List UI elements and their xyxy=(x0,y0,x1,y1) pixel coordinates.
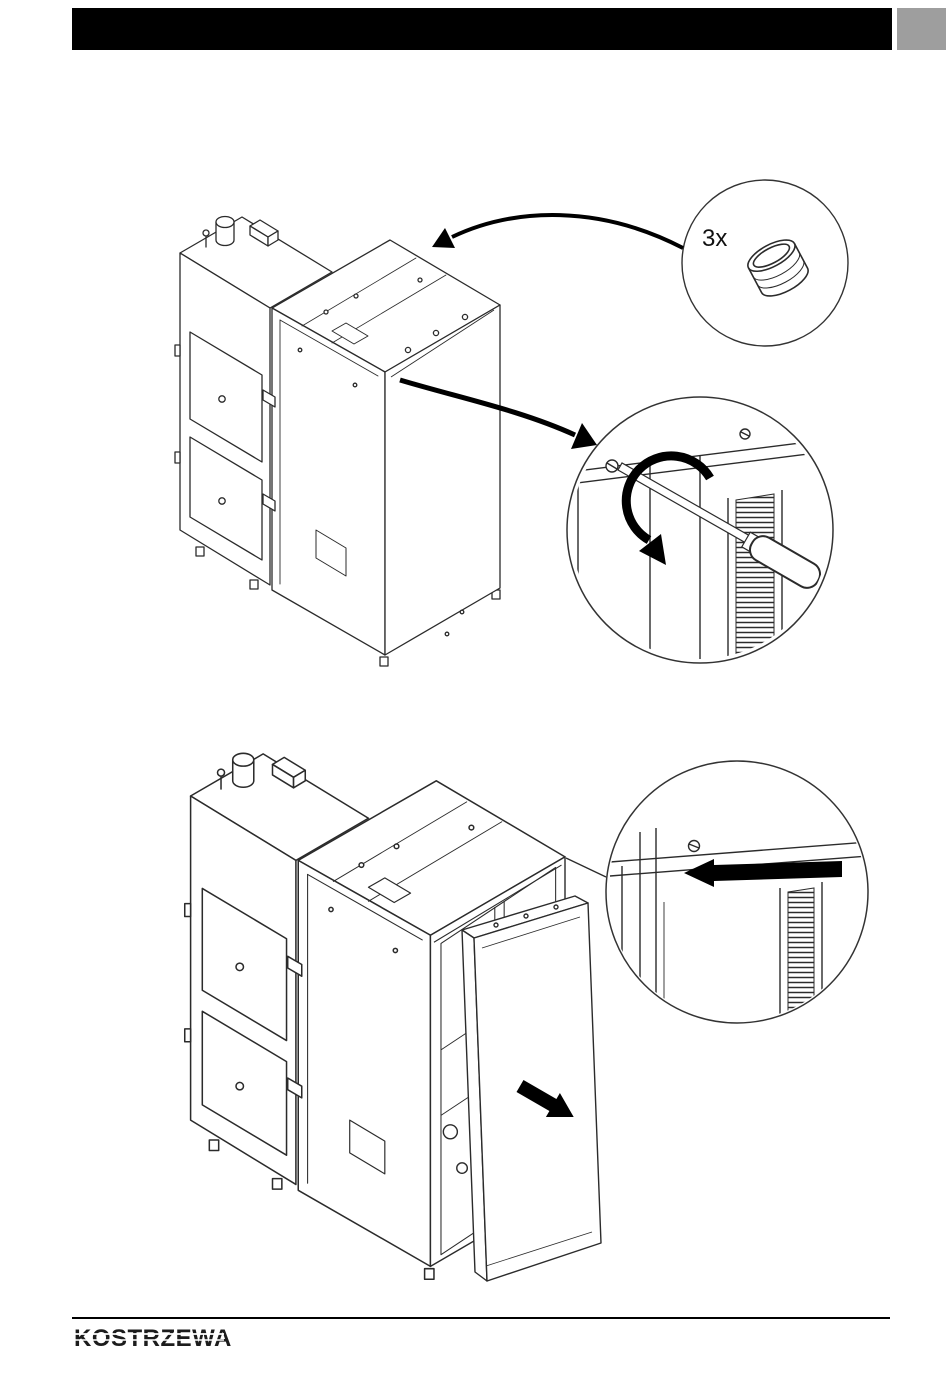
screwdriver-icon xyxy=(617,462,822,589)
slide-callout xyxy=(605,760,869,1024)
brand-logo: KOSTRZEWA xyxy=(74,1325,232,1352)
figure-top-step: 3x xyxy=(174,179,849,667)
footer-rule xyxy=(72,1317,890,1319)
slide-left-arrow-icon xyxy=(684,859,842,887)
grille-hatch xyxy=(735,493,775,657)
removal-direction-arrow-icon xyxy=(516,1080,574,1117)
brand-logo-text: KOSTRZEWA xyxy=(74,1325,232,1352)
cabinet-side-panel-closed xyxy=(384,304,501,656)
rotation-arrow-icon xyxy=(621,451,714,544)
screw-leader-arrowhead-icon xyxy=(571,423,597,449)
screw-leader-arrow xyxy=(399,377,577,438)
screw-cap-icon xyxy=(747,239,809,297)
header-bar xyxy=(72,8,892,50)
cap-callout: 3x xyxy=(432,179,849,347)
cap-leader-arrowhead-icon xyxy=(432,228,455,248)
callout-leader-line xyxy=(565,857,607,878)
screwdriver-callout xyxy=(399,377,834,664)
cap-quantity-label: 3x xyxy=(702,225,727,252)
rotation-arrowhead-icon xyxy=(639,534,666,565)
panel-corner-closeup xyxy=(571,428,829,659)
panel-slide-closeup xyxy=(609,828,866,1019)
cap-leader-arrow xyxy=(451,213,684,250)
page-corner-tab xyxy=(897,8,946,50)
figure-bottom-step xyxy=(183,752,869,1282)
